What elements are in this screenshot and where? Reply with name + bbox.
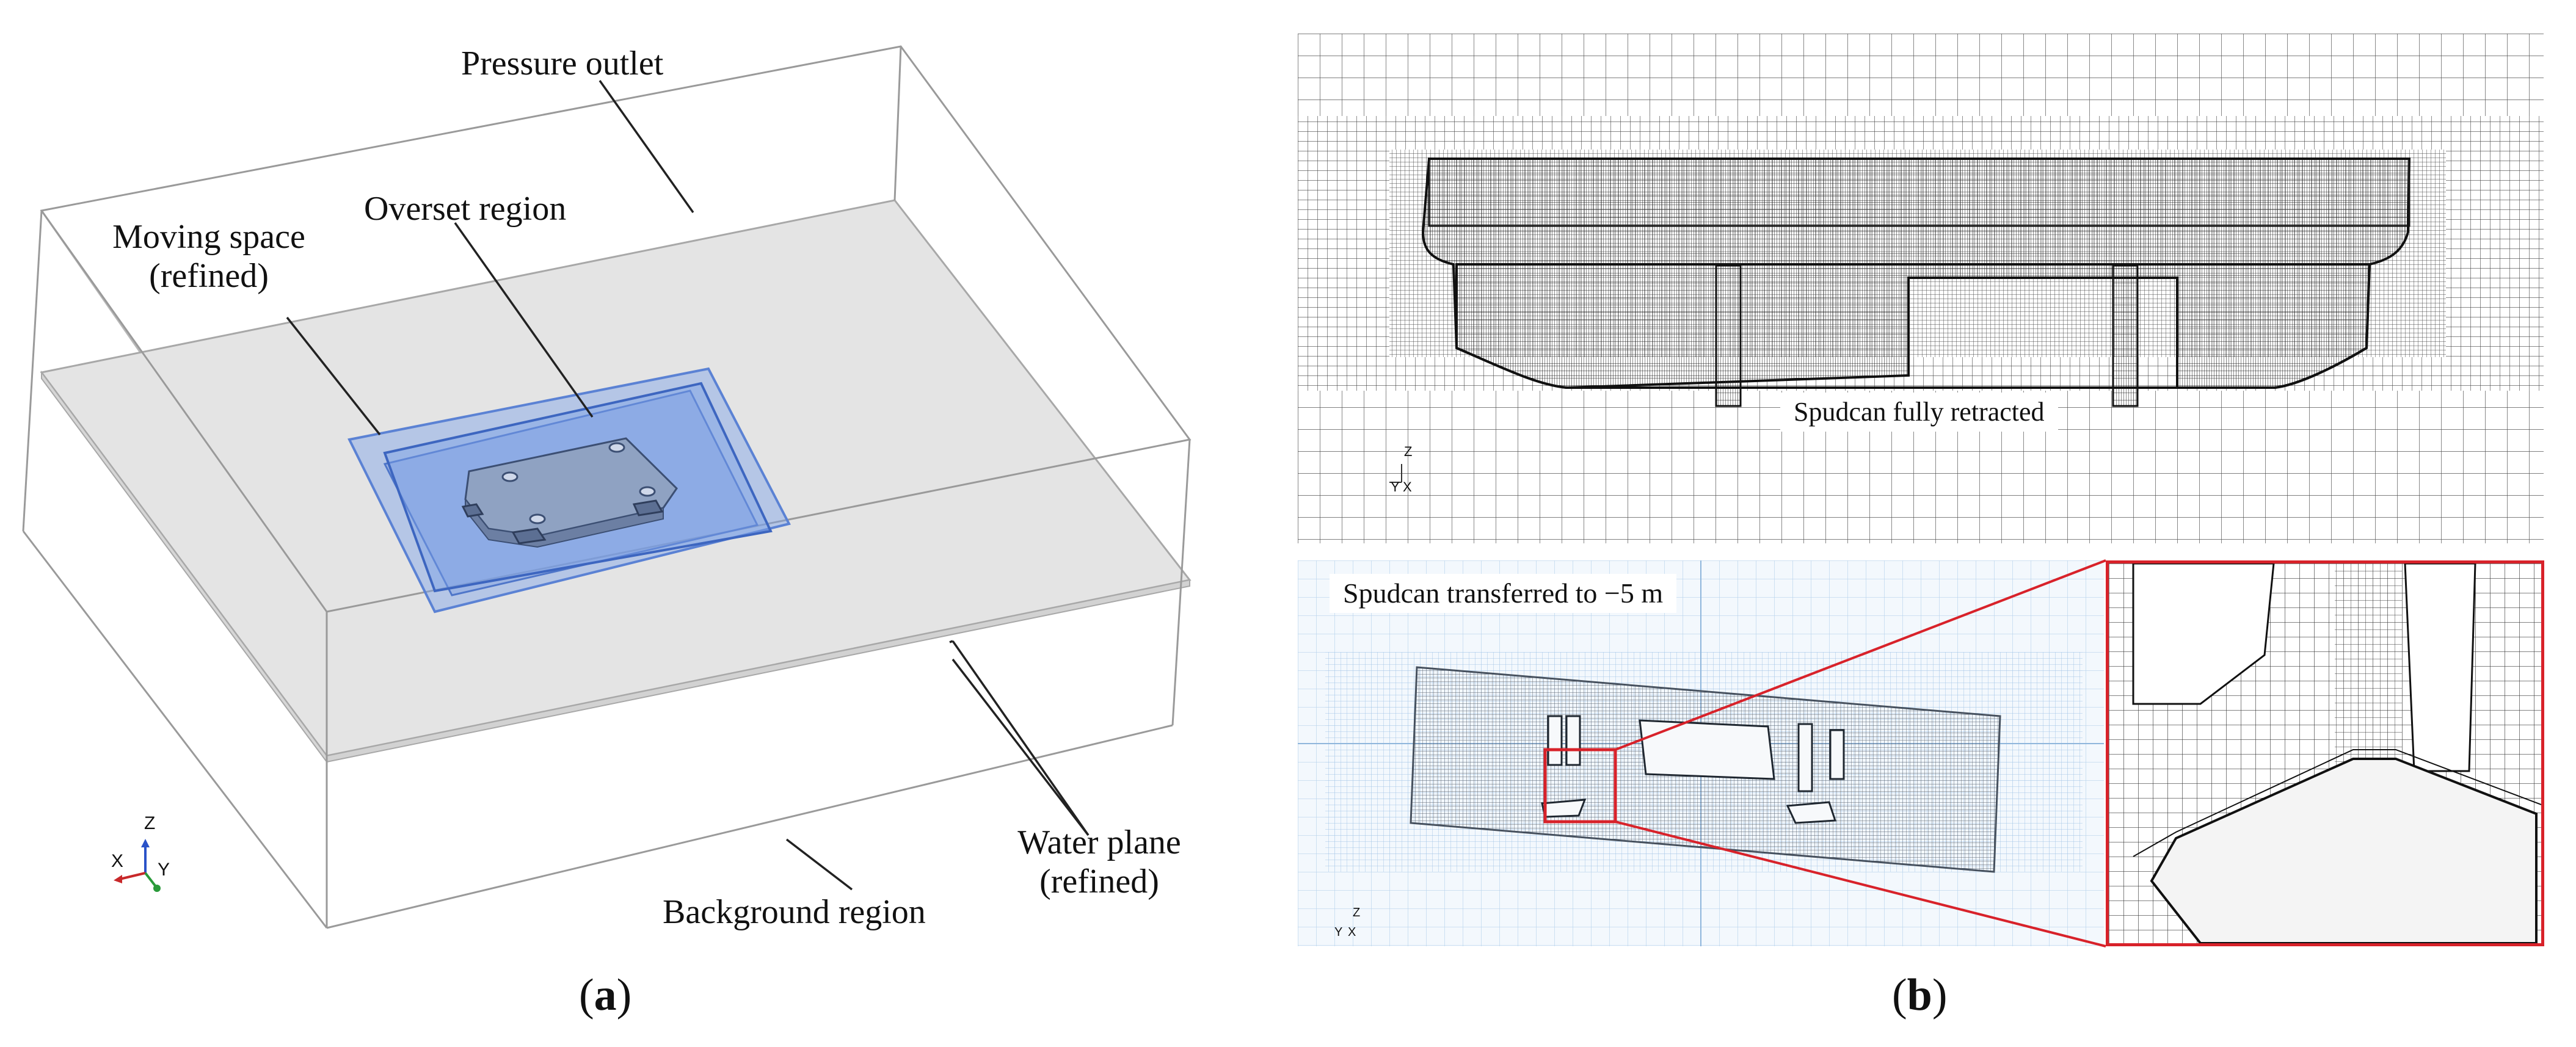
triad-b-bottom-z: Z — [1353, 906, 1361, 919]
leg-left — [1715, 264, 1742, 407]
label-water-plane-sub: (refined) — [1039, 863, 1159, 900]
zoom-leg-cutout-left — [2132, 563, 2275, 705]
triad-b-top-z: Z — [1404, 444, 1413, 459]
label-overset-region: Overset region — [364, 190, 567, 228]
caption-a-open: ( — [579, 970, 594, 1020]
label-moving-space-title: Moving space — [112, 218, 305, 256]
hull-cutouts — [1541, 715, 1845, 824]
triad-b-bottom-y: Y — [1334, 926, 1343, 939]
caption-b-open: ( — [1892, 970, 1907, 1020]
caption-b-close: ) — [1932, 970, 1948, 1020]
platform-hull — [461, 437, 678, 548]
domain-schematic — [22, 45, 1192, 929]
mesh-panel-zoom — [2106, 560, 2544, 946]
label-pressure-outlet: Pressure outlet — [461, 45, 664, 82]
caption-a: (a) — [579, 971, 631, 1020]
mesh-transferred-svg — [1298, 560, 2104, 946]
label-moving-space-sub: (refined) — [149, 257, 269, 295]
zoom-highlight-box — [1543, 748, 1617, 824]
label-moving-space: Moving space (refined) — [105, 217, 313, 295]
mesh-panel-transferred: Spudcan transferred to −5 m Z Y X — [1298, 560, 2104, 946]
axis-triad-a — [114, 839, 161, 892]
label-background-region: Background region — [663, 893, 926, 931]
mesh-retracted-svg — [1298, 34, 2544, 543]
caption-b: (b) — [1892, 971, 1947, 1020]
zoom-leg-cutout-right — [2404, 563, 2476, 772]
zoom-spudcan — [2150, 758, 2538, 943]
label-water-plane: Water plane (refined) — [995, 823, 1203, 901]
triad-b-top-x: X — [1403, 479, 1412, 495]
triad-b-top-y: Y — [1391, 479, 1400, 495]
triad-b-bottom-x: X — [1348, 926, 1356, 939]
caption-b-letter: b — [1907, 970, 1932, 1020]
axis-triad-b-top — [1389, 464, 1402, 483]
water-plane-leader — [951, 640, 1090, 836]
triad-a-y-label: Y — [158, 860, 170, 880]
caption-a-letter: a — [594, 970, 617, 1020]
mesh-zoom-svg — [2109, 563, 2541, 943]
label-spudcan-transferred: Spudcan transferred to −5 m — [1330, 574, 1677, 613]
triad-a-x-label: X — [111, 851, 124, 871]
triad-a-z-label: Z — [144, 813, 156, 833]
leader-lines — [286, 79, 1090, 891]
label-water-plane-title: Water plane — [1017, 824, 1181, 861]
mesh-panel-retracted: Spudcan fully retracted Z Y X — [1298, 34, 2544, 543]
label-spudcan-retracted: Spudcan fully retracted — [1780, 393, 2058, 432]
caption-a-close: ) — [616, 970, 632, 1020]
